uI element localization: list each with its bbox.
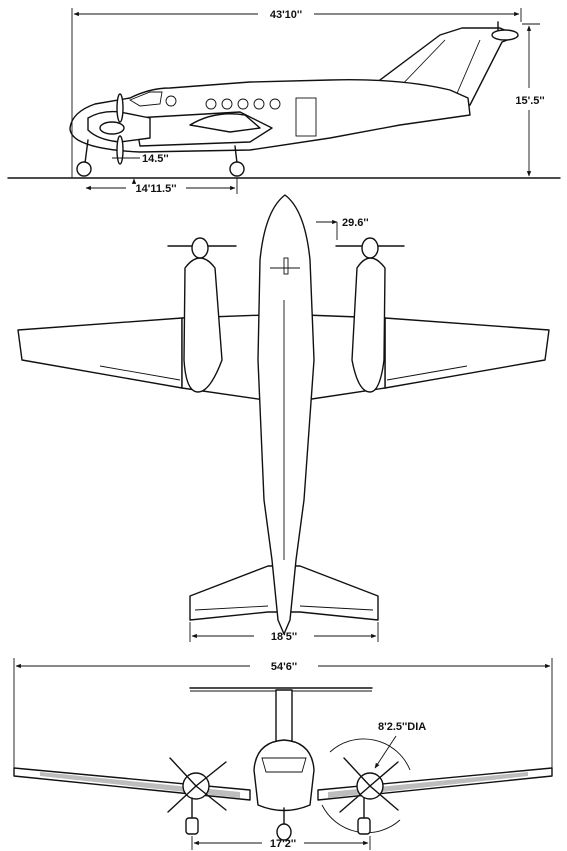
wheelbase-label: 14'11.5'' <box>136 183 177 195</box>
front-fuselage <box>253 739 315 812</box>
side-propeller-upper <box>116 93 124 123</box>
overall-length-label: 43'10'' <box>270 9 303 21</box>
left-wing <box>17 317 183 389</box>
main-wheel <box>229 161 245 177</box>
front-vertical-fin <box>275 689 293 746</box>
side-view: 43'10'' 15'.5'' 14.5'' 14'11.5'' <box>7 8 561 195</box>
left-nacelle <box>183 257 223 393</box>
front-nose-wheel <box>276 823 292 841</box>
tail-tip <box>491 29 519 41</box>
nose-wheel <box>76 161 92 177</box>
cockpit-window <box>128 91 163 107</box>
tail-span-label: 18'5'' <box>271 631 298 643</box>
right-wing <box>384 317 550 389</box>
cabin-door <box>295 97 317 137</box>
prop-diameter-label: 8'2.5''DIA <box>378 721 426 733</box>
top-fuselage <box>257 194 315 635</box>
overall-height-label: 15'.5'' <box>515 95 545 107</box>
front-left-main-wheel <box>185 817 199 835</box>
front-right-propeller <box>339 757 399 813</box>
front-view: 54'6'' <box>13 658 553 850</box>
wingspan-label: 54'6'' <box>271 661 298 673</box>
top-view: 29.6'' 18'5'' <box>17 194 550 643</box>
right-nacelle <box>351 257 386 393</box>
front-left-propeller <box>167 757 227 813</box>
front-right-main-wheel <box>357 817 371 835</box>
spinner <box>99 121 125 135</box>
prop-fuselage-clearance-label: 29.6'' <box>342 217 369 229</box>
prop-clearance-label: 14.5'' <box>142 153 169 165</box>
side-propeller-lower <box>116 135 124 165</box>
prop-arc <box>329 738 411 771</box>
gear-track-label: 17'2'' <box>270 838 297 850</box>
